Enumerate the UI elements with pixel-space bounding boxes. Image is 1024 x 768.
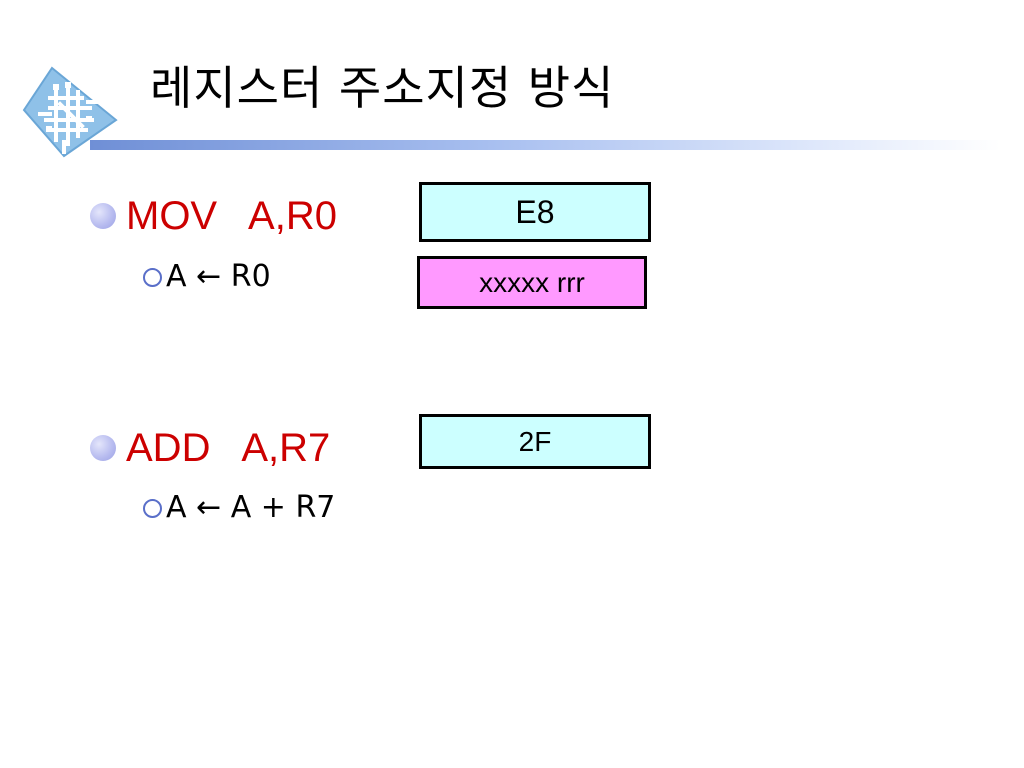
list-item-add: ADD A,R7 [90, 424, 330, 472]
mov-opcode-box: E8 [419, 182, 651, 242]
instruction-text: MOV A,R0 [126, 194, 337, 238]
ring-bullet-icon [143, 498, 162, 518]
add-opcode-box: 2F [419, 414, 651, 469]
filled-circle-bullet-icon [90, 435, 116, 461]
operation-description: A ← R0 [166, 259, 271, 294]
sub-item-mov: A ← R0 [143, 259, 271, 295]
list-item-mov: MOV A,R0 [90, 192, 337, 240]
operation-description: A ← A + R7 [166, 490, 336, 525]
filled-circle-bullet-icon [90, 203, 116, 229]
mov-encoding-box: xxxxx rrr [417, 256, 647, 309]
instruction-text: ADD A,R7 [126, 426, 331, 470]
slide-title: 레지스터 주소지정 방식 [150, 61, 615, 115]
ring-bullet-icon [143, 267, 162, 287]
title-divider [90, 140, 1000, 150]
circuit-board-logo-icon [20, 64, 120, 160]
sub-item-add: A ← A + R7 [143, 490, 335, 526]
